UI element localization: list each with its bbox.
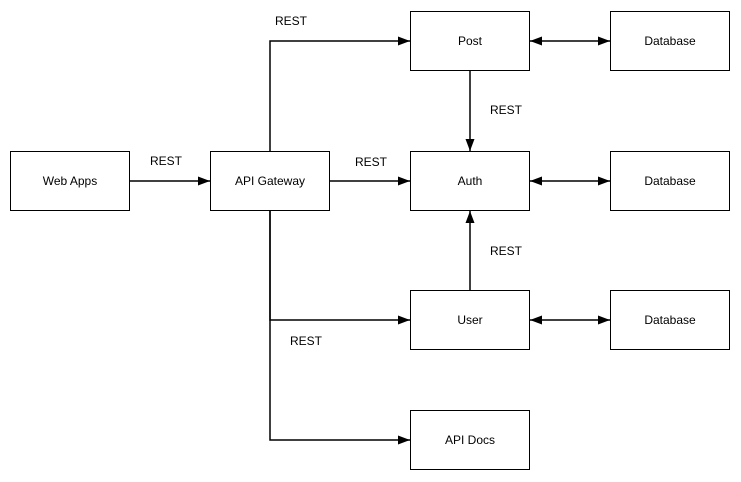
node-auth: Auth: [410, 151, 530, 211]
node-database-middle: Database: [610, 151, 730, 211]
node-user-label: User: [457, 313, 483, 327]
edge-label-gateway-to-post: REST: [273, 13, 309, 29]
node-api-gateway: API Gateway: [210, 151, 330, 211]
edge-gateway-to-apidocs: [269, 211, 410, 445]
node-database-middle-label: Database: [644, 174, 696, 188]
node-web-apps: Web Apps: [10, 151, 130, 211]
edge-gateway-to-post: [269, 36, 410, 151]
node-database-top: Database: [610, 11, 730, 71]
node-post: Post: [410, 11, 530, 71]
node-database-bottom-label: Database: [644, 313, 696, 327]
edge-label-gateway-to-auth: REST: [353, 154, 389, 170]
edge-label-user-to-auth: REST: [488, 243, 524, 259]
edge-label-gateway-to-user: REST: [288, 333, 324, 349]
edge-label-post-to-auth: REST: [488, 102, 524, 118]
node-api-gateway-label: API Gateway: [234, 174, 306, 188]
node-post-label: Post: [457, 34, 482, 48]
node-api-docs-label: API Docs: [444, 433, 495, 447]
node-auth-label: Auth: [457, 174, 483, 188]
node-database-top-label: Database: [644, 34, 696, 48]
node-user: User: [410, 290, 530, 350]
edge-label-webapps-to-gateway: REST: [148, 153, 184, 169]
edge-gateway-to-user: [269, 211, 410, 325]
node-web-apps-label: Web Apps: [42, 174, 98, 188]
node-api-docs: API Docs: [410, 410, 530, 470]
node-database-bottom: Database: [610, 290, 730, 350]
